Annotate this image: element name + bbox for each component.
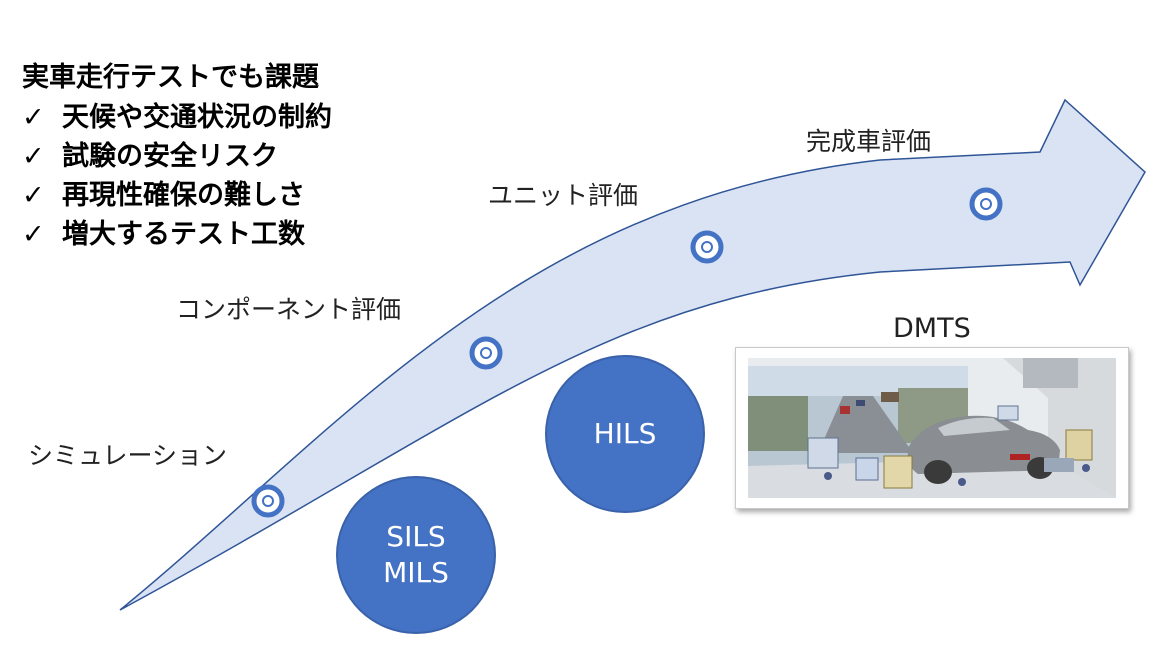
driving-simulator-illustration (748, 358, 1116, 498)
dmts-label: DMTS (893, 313, 971, 344)
stage-label-simulation: シミュレーション (28, 441, 228, 470)
stage-label-vehicle: 完成車評価 (806, 127, 932, 156)
mils-label: MILS (383, 556, 449, 589)
issue-item: ✓再現性確保の難しさ (22, 176, 332, 215)
stage-label-component: コンポーネント評価 (176, 295, 402, 324)
stage-markers (251, 187, 1003, 518)
arrow-body (119, 98, 1146, 611)
check-icon: ✓ (22, 102, 45, 133)
sils-label: SILS (386, 520, 446, 553)
stage-label-unit: ユニット評価 (488, 181, 639, 210)
hils-circle: HILS (545, 355, 705, 513)
issue-item: ✓天候や交通状況の制約 (22, 98, 332, 137)
check-icon: ✓ (22, 141, 45, 172)
dmts-photo (735, 347, 1129, 509)
issues-title: 実車走行テストでも課題 (22, 62, 319, 93)
hils-label: HILS (593, 417, 657, 450)
issue-item: ✓増大するテスト工数 (22, 215, 332, 254)
check-icon: ✓ (22, 219, 45, 250)
issues-list: 実車走行テストでも課題 ✓天候や交通状況の制約 ✓試験の安全リスク ✓再現性確保… (22, 58, 332, 254)
sils-mils-circle: SILS MILS (336, 476, 496, 634)
issue-item: ✓試験の安全リスク (22, 137, 332, 176)
check-icon: ✓ (22, 180, 45, 211)
